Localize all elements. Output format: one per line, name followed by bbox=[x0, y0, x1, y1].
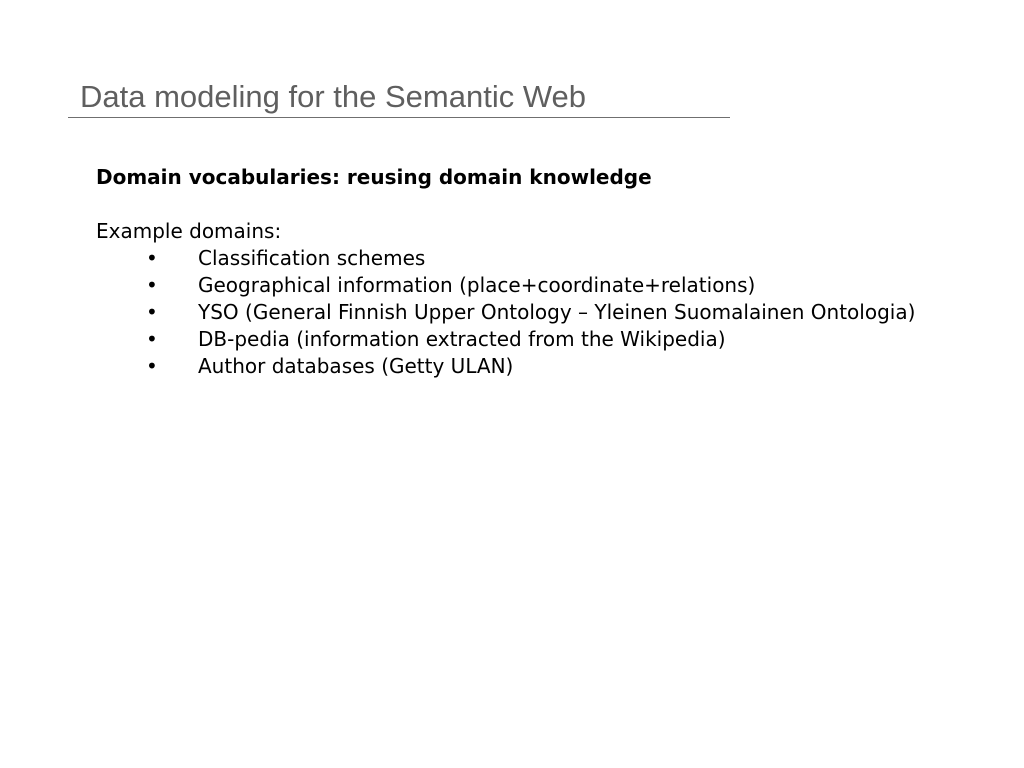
bullet-text: Author databases (Getty ULAN) bbox=[198, 354, 514, 378]
intro-text: Example domains: bbox=[96, 219, 282, 243]
bullet-text: Geographical information (place+coordina… bbox=[198, 273, 756, 297]
section-heading: Domain vocabularies: reusing domain know… bbox=[96, 165, 652, 189]
slide-body: Domain vocabularies: reusing domain know… bbox=[96, 164, 976, 380]
slide-title: Data modeling for the Semantic Web bbox=[80, 79, 587, 114]
blank-line bbox=[96, 191, 976, 218]
bullet-icon: • bbox=[146, 327, 158, 351]
bullet-item-geographical: • Geographical information (place+coordi… bbox=[96, 272, 918, 299]
bullet-icon: • bbox=[146, 354, 158, 378]
bullet-item-dbpedia: • DB-pedia (information extracted from t… bbox=[96, 326, 918, 353]
bullet-text: YSO (General Finnish Upper Ontology – Yl… bbox=[198, 300, 916, 324]
bullet-icon: • bbox=[146, 246, 158, 270]
title-underline bbox=[68, 117, 730, 118]
bullet-item-classification: • Classification schemes bbox=[96, 245, 918, 272]
bullet-icon: • bbox=[146, 300, 158, 324]
bullet-item-author-databases: • Author databases (Getty ULAN) bbox=[96, 353, 918, 380]
bullet-item-yso: • YSO (General Finnish Upper Ontology – … bbox=[96, 299, 918, 326]
bullet-list: • Classification schemes • Geographical … bbox=[96, 245, 976, 380]
bullet-text: Classification schemes bbox=[198, 246, 426, 270]
bullet-text: DB-pedia (information extracted from the… bbox=[198, 327, 726, 351]
bullet-icon: • bbox=[146, 273, 158, 297]
